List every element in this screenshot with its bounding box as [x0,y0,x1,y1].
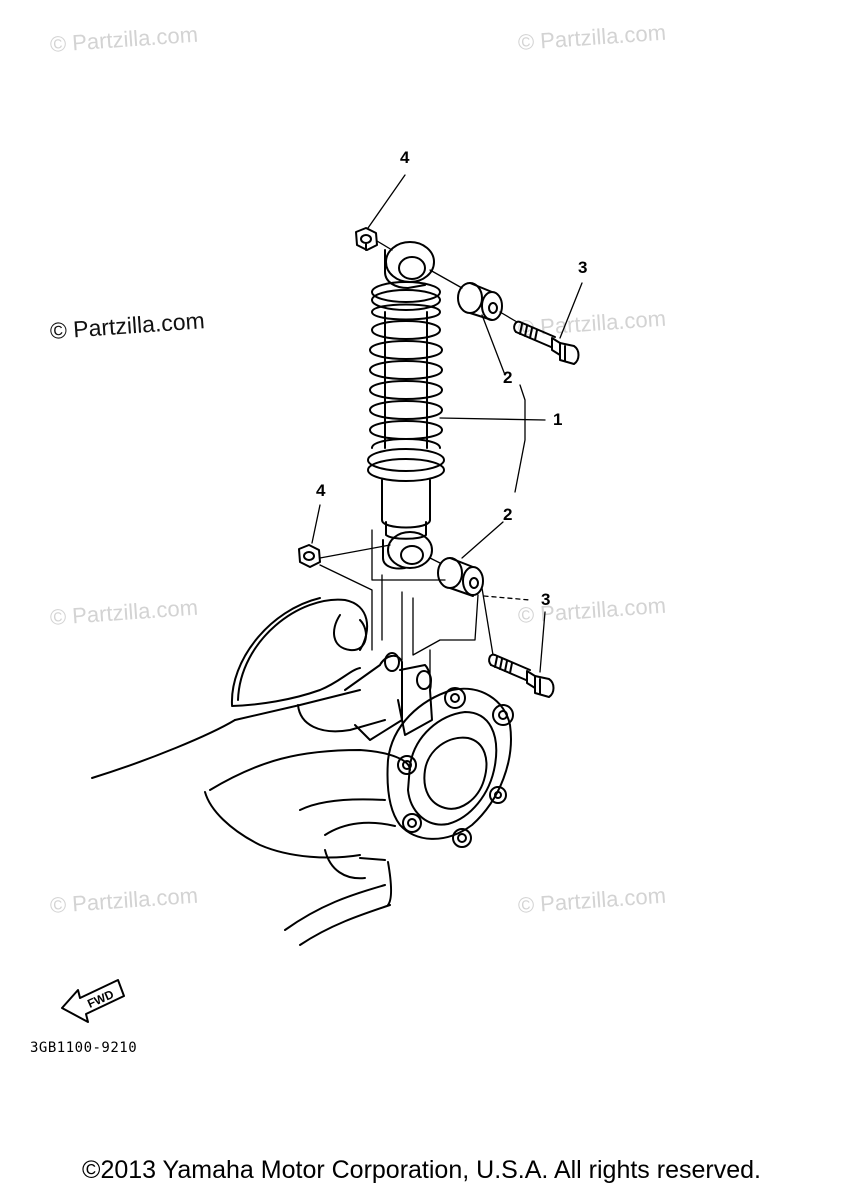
copyright-notice: ©2013 Yamaha Motor Corporation, U.S.A. A… [82,1156,761,1184]
fwd-arrow-icon: FWD [61,979,125,1023]
callout-3-lower: 3 [541,590,551,609]
nut-upper-drawing [355,227,378,251]
nut-lower-drawing [298,544,321,568]
callout-2-upper: 2 [503,368,513,387]
collar-upper-drawing [457,282,503,321]
collar-lower-drawing [437,557,484,597]
axle-housing-drawing [91,597,514,946]
callout-leaders [311,174,583,673]
callout-4-lower: 4 [316,481,326,500]
assembly-lines [319,240,531,691]
diagram-code: 3GB1100-9210 [30,1040,138,1056]
callout-2-lower: 2 [503,505,513,524]
callout-4-upper: 4 [400,148,410,167]
callout-1: 1 [553,410,563,429]
callout-3-upper: 3 [578,258,588,277]
shock-absorber-drawing [367,241,445,570]
bolt-upper-drawing [513,320,580,365]
bolt-lower-drawing [488,653,555,698]
